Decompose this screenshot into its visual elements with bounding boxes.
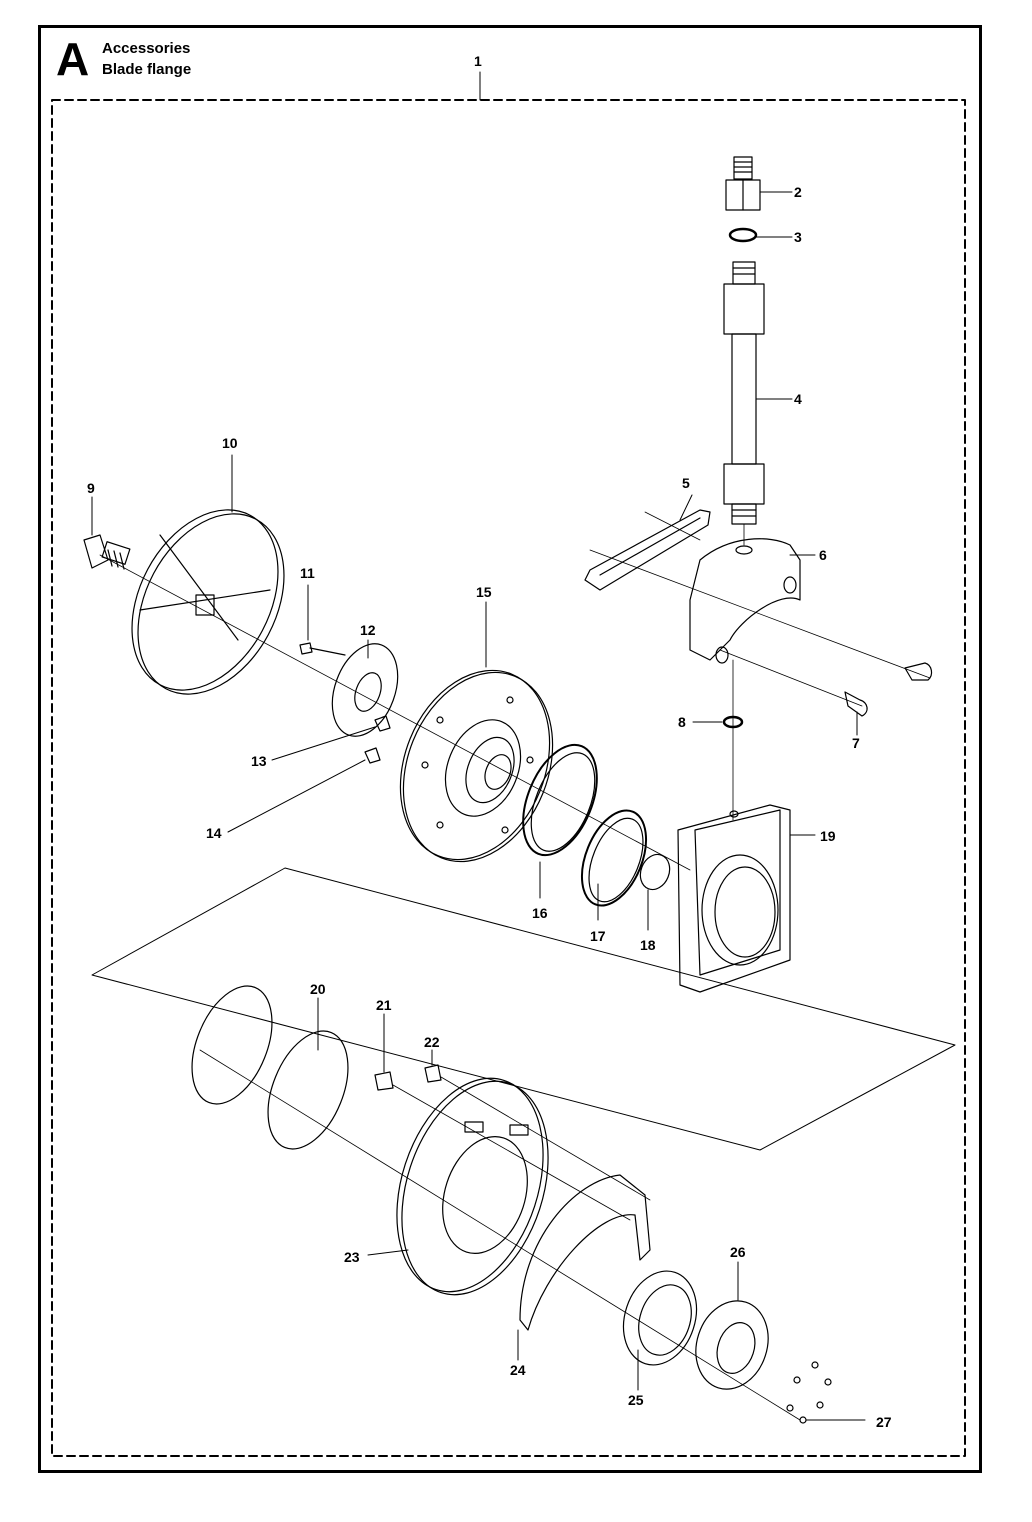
callout-6: 6 [819,547,827,563]
callout-25: 25 [628,1392,644,1408]
part-20-o-rings [191,985,349,1150]
part-25-bearing [622,1270,698,1391]
part-13-pin [271,715,391,761]
callout-3: 3 [794,229,802,245]
callout-8: 8 [678,714,686,730]
part-17-ring [580,809,648,921]
part-7-screw [844,662,933,736]
part-22-screw [424,1049,442,1083]
axis-7 [719,649,863,707]
diagram-title: Accessories [102,40,191,57]
part-9-bolt [83,496,131,570]
axis-22 [440,1076,651,1201]
callout-13: 13 [251,753,267,769]
callout-10: 10 [222,435,238,451]
page-frame [38,25,982,1473]
callout-23: 23 [344,1249,360,1265]
axis-6 [589,549,931,679]
axis-21 [392,1084,631,1221]
callout-19: 19 [820,828,836,844]
part-14-pin [227,747,381,833]
callout-11: 11 [300,565,315,581]
part-8-washer [692,715,744,729]
part-4-pipe [723,261,793,525]
part-10-flange-disc [131,454,285,695]
callout-27: 27 [876,1414,892,1430]
part-24-arc-plate [517,1174,651,1361]
part-19-plate [677,804,816,993]
part-5-bracket [584,494,711,591]
callout-18: 18 [640,937,656,953]
callout-5: 5 [682,475,690,491]
part-27-screws [786,1361,866,1424]
callout-4: 4 [794,391,802,407]
part-2-nipple [725,156,793,211]
part-12-hub-plate [331,639,399,737]
assembly-boundary [51,99,966,1457]
part-6-clamp [689,538,816,664]
part-16-ring [522,743,598,899]
callout-21: 21 [376,997,392,1013]
part-3-washer [728,227,793,243]
cutting-plane [91,867,956,1151]
callout-14: 14 [206,825,222,841]
callout-17: 17 [590,928,606,944]
diagram-subtitle: Blade flange [102,61,192,78]
part-18-o-ring [639,853,671,931]
callout-16: 16 [532,905,548,921]
axis-lower [199,1049,801,1421]
callout-9: 9 [87,480,95,496]
part-11-screw [299,584,346,656]
callout-22: 22 [424,1034,440,1050]
callout-1: 1 [474,53,482,69]
callout-24: 24 [510,1362,526,1378]
callout-7: 7 [852,735,860,751]
section-letter: A [56,33,90,85]
callout-26: 26 [730,1244,746,1260]
callout-2: 2 [794,184,802,200]
axis-main [99,554,691,871]
part-15-blade-flange [399,601,554,863]
callout-20: 20 [310,981,326,997]
callout-15: 15 [476,584,492,600]
part-23-housing [367,1077,549,1296]
part-26-ring [695,1261,769,1390]
callout-12: 12 [360,622,376,638]
part-21-screw [374,1013,394,1091]
